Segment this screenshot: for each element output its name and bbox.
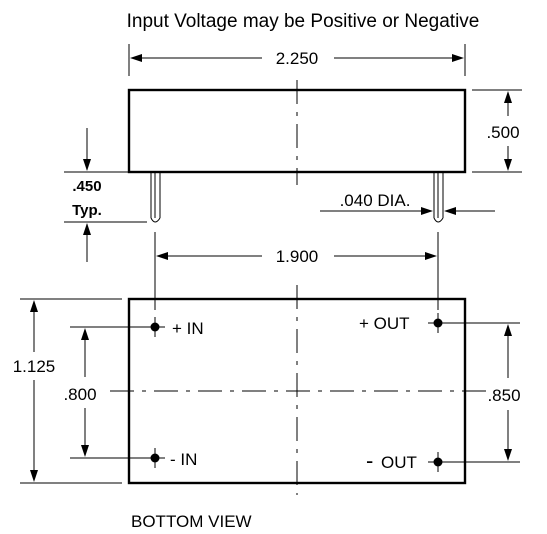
height-dimension: .500	[472, 89, 522, 173]
pin-diameter-label: .040 DIA.	[340, 191, 411, 210]
pin-length-dimension: .450 Typ.	[64, 128, 147, 262]
pin-spacing-label: 1.900	[276, 247, 319, 266]
length-label: 2.250	[276, 49, 319, 68]
height-label: .500	[486, 123, 519, 142]
output-pin-spacing-label: .850	[487, 386, 520, 405]
pin-diameter-dimension: .040 DIA.	[320, 191, 495, 215]
minus-out-label: OUT	[381, 453, 417, 472]
plus-in-label: + IN	[172, 319, 204, 338]
drawing-title: Input Voltage may be Positive or Negativ…	[127, 11, 480, 32]
minus-out-sign: -	[366, 448, 373, 473]
left-pin	[150, 172, 161, 223]
pin-length-note: Typ.	[72, 202, 102, 219]
width-dimension: 1.125	[13, 298, 122, 484]
pin-length-label: .450	[72, 178, 101, 195]
width-label: 1.125	[13, 357, 56, 376]
bottom-view-caption: BOTTOM VIEW	[131, 512, 252, 531]
minus-out-pin	[428, 452, 448, 472]
minus-in-label: - IN	[170, 450, 197, 469]
input-pin-spacing-dimension: .800	[63, 326, 148, 459]
pin-spacing-dimension: 1.900	[154, 232, 439, 310]
minus-in-pin	[145, 448, 165, 468]
output-pin-spacing-dimension: .850	[445, 322, 521, 463]
right-pin	[433, 172, 444, 223]
plus-out-label: + OUT	[359, 314, 410, 333]
input-pin-spacing-label: .800	[63, 385, 96, 404]
length-dimension: 2.250	[128, 44, 466, 76]
plus-out-pin	[428, 313, 448, 333]
plus-in-pin	[145, 317, 165, 337]
